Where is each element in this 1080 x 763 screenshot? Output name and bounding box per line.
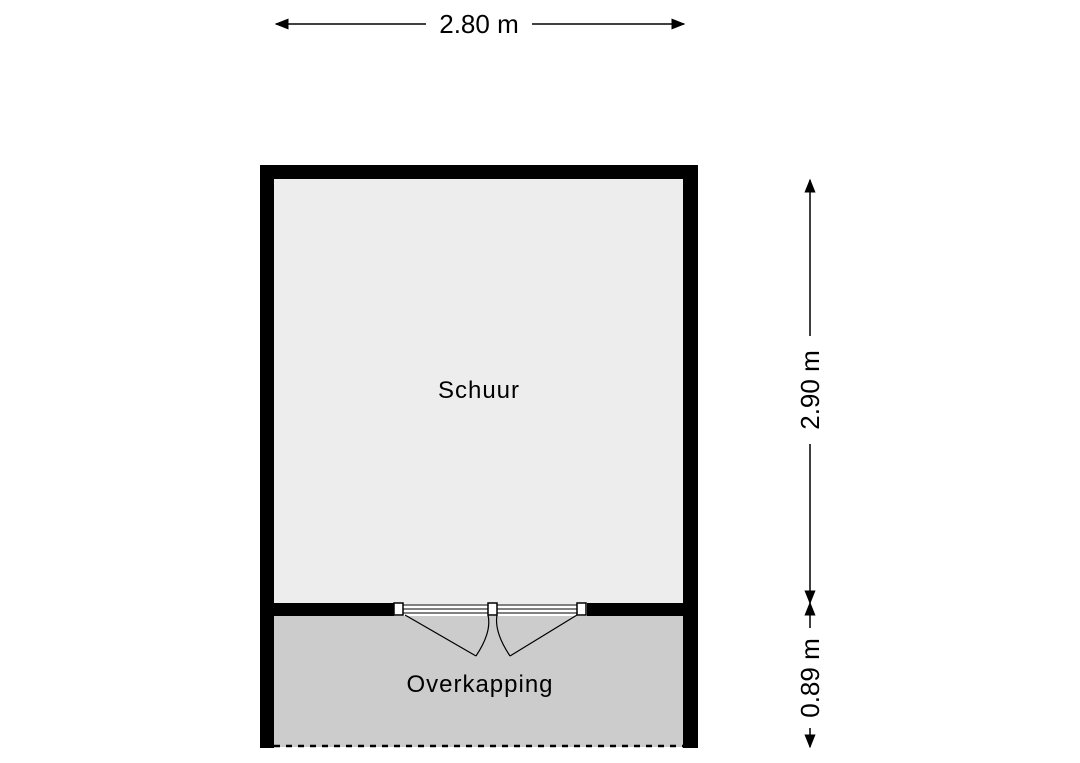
dimension-width: 2.80 m	[274, 9, 686, 39]
wall-middle-left	[274, 603, 394, 616]
wall-top	[260, 165, 698, 179]
dimension-height-schuur-label: 2.90 m	[795, 350, 825, 430]
wall-left	[260, 165, 274, 748]
room-label-overkapping: Overkapping	[406, 671, 553, 698]
dimension-width-label: 2.80 m	[439, 9, 519, 39]
double-door	[393, 602, 587, 657]
wall-right	[683, 165, 698, 748]
schuur-floor	[274, 179, 683, 604]
room-label-schuur: Schuur	[438, 377, 520, 404]
dimension-height-overkapping-label: 0.89 m	[795, 638, 825, 718]
dimension-height-overkapping: 0.89 m	[795, 601, 825, 749]
wall-middle-right	[587, 603, 683, 616]
overkapping-floor	[274, 616, 683, 747]
dimension-height-schuur: 2.90 m	[795, 178, 825, 605]
